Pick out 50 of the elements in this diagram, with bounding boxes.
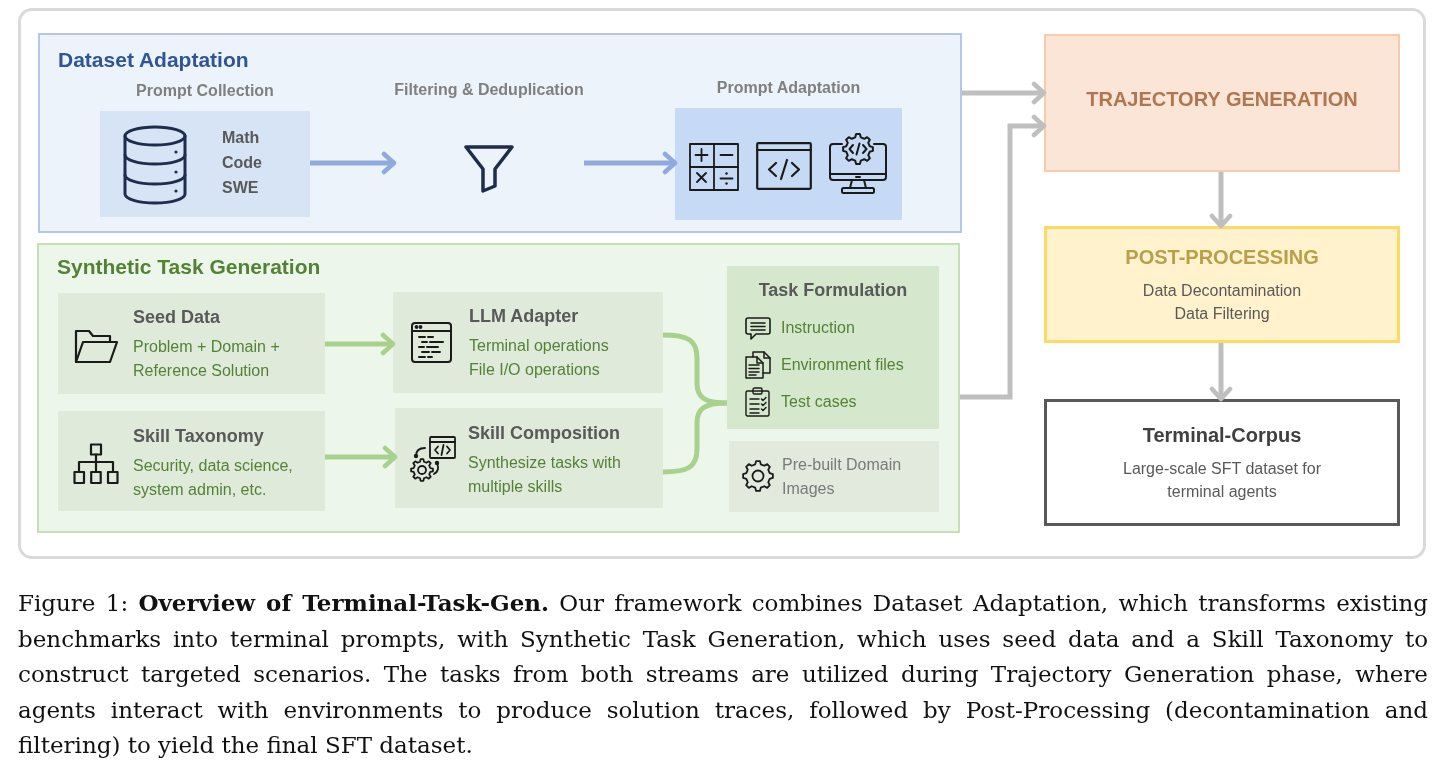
stage-text: Large-scale SFT dataset for terminal agents <box>1122 458 1322 502</box>
card-title: Skill Composition <box>468 422 620 445</box>
stage-box <box>1044 399 1400 526</box>
card-title: Skill Taxonomy <box>133 425 264 448</box>
stage-title: TRAJECTORY GENERATION <box>1086 86 1358 112</box>
stage-text: Data Filtering <box>1174 304 1270 324</box>
card-title: Task Formulation <box>758 279 908 302</box>
step-heading: Prompt Collection <box>136 81 274 101</box>
arrow <box>960 114 1047 400</box>
category-label: Math <box>222 128 260 148</box>
stage-text: Data Decontamination <box>1142 280 1302 301</box>
card-text: Terminal operations <box>469 336 609 356</box>
list-item-text: Instruction <box>781 318 856 338</box>
category-label: SWE <box>222 178 259 198</box>
card-title: Seed Data <box>133 306 221 329</box>
list-item-text: Environment files <box>781 355 904 375</box>
step-heading: Filtering & Deduplication <box>394 80 584 100</box>
figure-caption: Figure 1: Overview of Terminal-Task-Gen. Our framework combines Dataset Adaptation, which transforms existing benchmarks into terminal prompts, with Synthetic Task Generation, which uses seed data and a Skill Taxonomy to construct targeted scenarios. The tasks from both streams are utilized during Trajectory Generation phase, where agents interact with environments to produce solution traces, followed by Post-Processing (decontamination and filtering) to yield the final SFT dataset. <box>18 588 1428 761</box>
stage-box <box>1044 226 1400 343</box>
group-title: Synthetic Task Generation <box>57 254 321 280</box>
card-text: Synthesize tasks with multiple skills <box>468 453 622 497</box>
brace-connector <box>662 400 728 475</box>
card-text: Pre-built Domain Images <box>782 455 903 499</box>
arrow <box>310 151 397 175</box>
step-card <box>727 266 939 429</box>
step-card <box>729 441 939 512</box>
stage-title: Terminal-Corpus <box>1142 422 1302 448</box>
group-title: Dataset Adaptation <box>58 47 249 73</box>
step-card <box>58 293 325 394</box>
card-text: Security, data science, system admin, etc. <box>133 456 294 500</box>
step-card <box>393 292 663 393</box>
arrow <box>962 81 1047 105</box>
group-panel <box>37 243 960 533</box>
step-card <box>395 408 663 508</box>
step-card <box>58 411 325 511</box>
arrow <box>1209 343 1233 402</box>
category-label: Code <box>222 153 262 173</box>
arrow <box>1209 172 1233 229</box>
arrow <box>325 332 396 356</box>
arrow <box>325 445 398 469</box>
stage-title: POST-PROCESSING <box>1125 244 1319 270</box>
stage-box <box>1044 34 1400 172</box>
card-text: File I/O operations <box>469 359 600 380</box>
brace-connector <box>662 332 728 406</box>
group-panel <box>38 33 962 233</box>
card-title: LLM Adapter <box>469 305 579 328</box>
arrow <box>584 151 678 175</box>
list-item-text: Test cases <box>781 392 858 412</box>
step-heading: Prompt Adaptation <box>716 78 861 98</box>
card-text: Problem + Domain + Reference Solution <box>133 337 281 381</box>
